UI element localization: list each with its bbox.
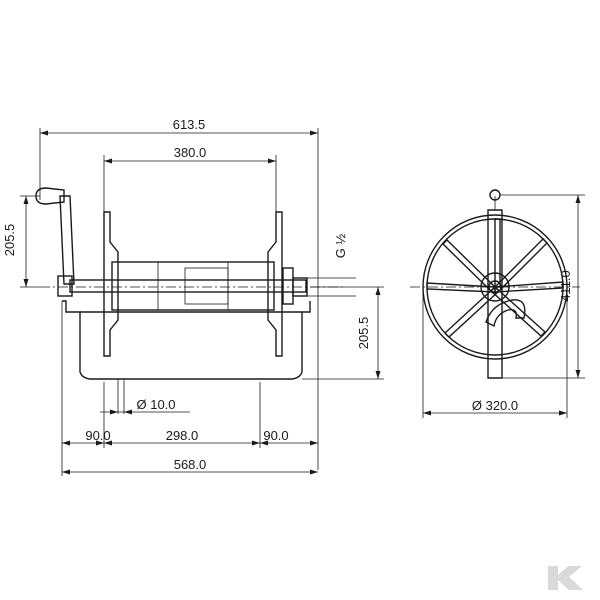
thread-callout: G ½ xyxy=(307,234,356,297)
drum-hub-inner xyxy=(184,267,229,305)
label-right-offset: 90.0 xyxy=(263,428,288,443)
dim-handle-height: 205.5 xyxy=(2,195,40,288)
drum-hub xyxy=(157,261,229,311)
brand-logo xyxy=(548,566,583,590)
label-foot-spacing: 298.0 xyxy=(166,428,199,443)
label-axle-height: 205.5 xyxy=(356,317,371,350)
label-handle-height: 205.5 xyxy=(2,224,17,257)
coupling-housing xyxy=(282,267,294,305)
front-view xyxy=(35,187,345,380)
label-hole-diameter: Ø 10.0 xyxy=(136,397,175,412)
right-flange xyxy=(267,211,283,357)
crank-arm xyxy=(59,195,75,285)
dim-hole-diameter: Ø 10.0 xyxy=(100,379,190,415)
left-flange xyxy=(103,211,119,357)
dim-axle-height: 205.5 xyxy=(302,286,384,380)
label-thread: G ½ xyxy=(333,234,348,259)
axle xyxy=(69,279,307,293)
label-disc-diameter: Ø 320.0 xyxy=(472,398,518,413)
spokes xyxy=(426,218,564,338)
dim-total-height: 411.0 xyxy=(500,194,585,379)
dim-disc-diameter: Ø 320.0 xyxy=(422,287,568,418)
dim-foot-chain: 90.0 298.0 90.0 xyxy=(61,301,318,476)
dim-drum-width: 380.0 xyxy=(103,145,277,212)
label-overall-width-top: 613.5 xyxy=(173,117,206,132)
label-left-offset: 90.0 xyxy=(85,428,110,443)
side-view xyxy=(410,189,580,379)
label-base-width: 568.0 xyxy=(174,457,207,472)
drum-core xyxy=(111,261,275,311)
label-total-height: 411.0 xyxy=(558,270,573,302)
label-drum-width: 380.0 xyxy=(174,145,207,160)
crank-nut xyxy=(57,275,73,297)
base-frame xyxy=(62,300,311,380)
dim-base-width: 568.0 xyxy=(62,457,318,475)
hose-outlet xyxy=(485,299,526,328)
dim-overall-width-top: 613.5 xyxy=(39,117,319,470)
crank-grip xyxy=(35,187,65,205)
